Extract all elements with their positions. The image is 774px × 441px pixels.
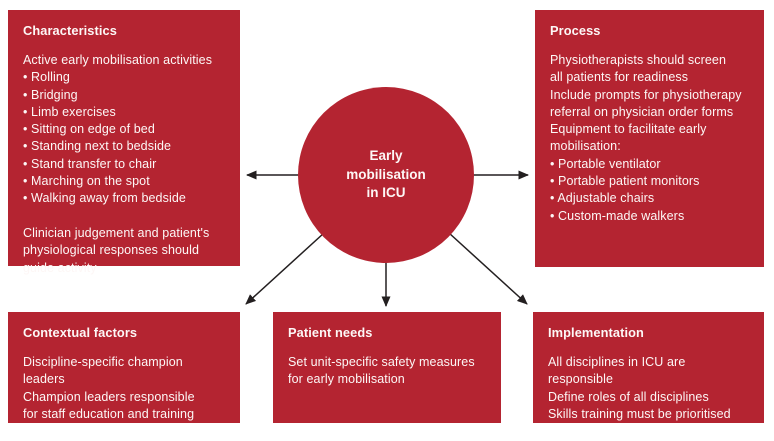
center-node-circle: Early mobilisation in ICU — [298, 87, 474, 263]
arrow-to-contextual-factors — [245, 232, 325, 305]
box-process: Process Physiotherapists should screen a… — [535, 10, 764, 267]
box-contextual-factors-title: Contextual factors — [23, 325, 138, 340]
box-characteristics: Characteristics Active early mobilisatio… — [8, 10, 240, 275]
box-contextual-factors: Contextual factors Discipline-specific c… — [8, 312, 240, 423]
box-contextual-factors-body: Discipline-specific champion leaders Cha… — [23, 355, 195, 421]
box-characteristics-body: Active early mobilisation activities • R… — [23, 53, 213, 275]
box-patient-needs-body: Set unit-specific safety measures for ea… — [288, 355, 475, 387]
box-patient-needs: Patient needs Set unit-specific safety m… — [273, 312, 501, 423]
box-patient-needs-title: Patient needs — [288, 325, 373, 340]
box-process-body: Physiotherapists should screen all patie… — [550, 53, 742, 223]
box-characteristics-title: Characteristics — [23, 23, 117, 38]
arrow-to-implementation — [448, 232, 528, 305]
box-process-title: Process — [550, 23, 601, 38]
box-implementation: Implementation All disciplines in ICU ar… — [533, 312, 764, 423]
box-implementation-body: All disciplines in ICU are responsible D… — [548, 355, 731, 421]
box-implementation-title: Implementation — [548, 325, 644, 340]
center-node-label: Early mobilisation in ICU — [346, 148, 426, 201]
